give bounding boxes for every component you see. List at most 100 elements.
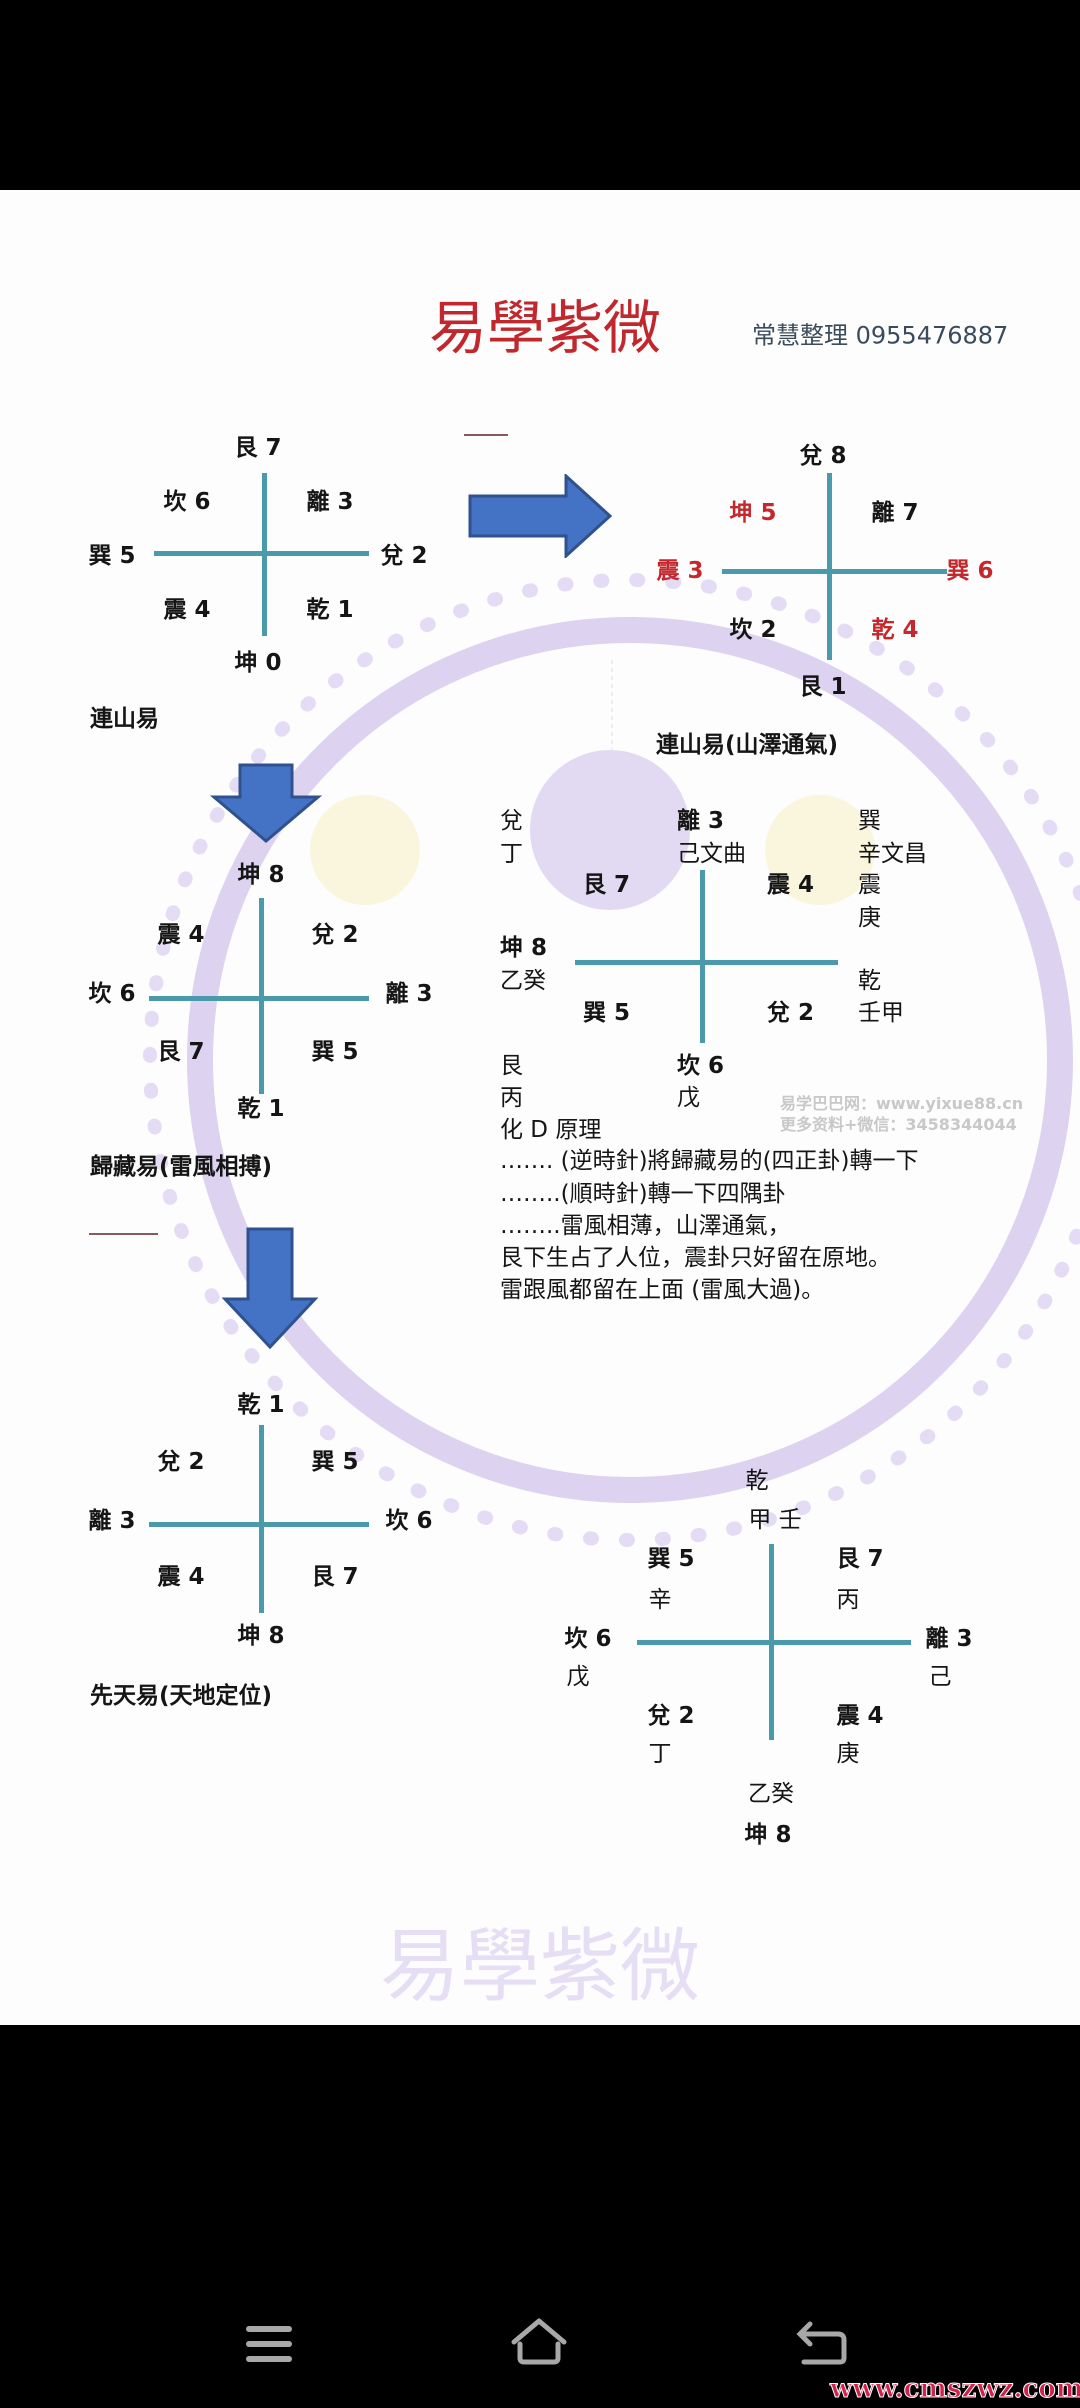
trigram-label: 兌	[500, 808, 523, 834]
trigram-label: 兌 2	[157, 1449, 205, 1475]
stem-label: 己文曲	[677, 841, 746, 867]
trigram-label: 艮 7	[583, 872, 631, 898]
note-line: 雷跟風都留在上面 (雷風大過)。	[500, 1277, 825, 1303]
trigram-label: 巽 5	[88, 543, 136, 569]
cross-vertical	[827, 473, 832, 660]
stem-label: 辛	[648, 1587, 672, 1613]
trigram-label: 震	[858, 872, 881, 898]
stem-label: 丙	[836, 1587, 860, 1613]
cross-horizontal	[575, 960, 838, 965]
trigram-label: 巽 5	[583, 1000, 631, 1026]
trigram-label-highlight: 巽 6	[946, 558, 994, 584]
cross-horizontal	[149, 996, 369, 1001]
diagram-caption: 歸藏易(雷風相搏)	[90, 1154, 273, 1180]
stem-label: 丁	[648, 1741, 672, 1767]
arrow-down-icon	[222, 1227, 318, 1350]
arrow-down-icon	[210, 763, 322, 843]
note-line: 艮下生占了人位，震卦只好留在原地。	[500, 1245, 891, 1271]
site-watermark: www.cmszwz.com	[829, 2374, 1080, 2405]
watermark-emblem	[143, 573, 1080, 1547]
stem-label: 壬甲	[858, 1000, 904, 1026]
arrow-right-icon	[468, 474, 613, 558]
watermark-text: 易學紫微	[380, 1920, 700, 2013]
trigram-label: 巽	[858, 808, 881, 834]
trigram-label: 震 4	[157, 1564, 205, 1590]
cross-horizontal	[154, 551, 369, 556]
diagram-caption: 連山易(山澤通氣)	[656, 732, 839, 758]
trigram-label: 艮	[500, 1053, 523, 1079]
stem-label: 辛文昌	[858, 841, 927, 867]
back-icon[interactable]	[794, 2318, 850, 2368]
trigram-label: 離 7	[871, 500, 919, 526]
trigram-label: 坤 8	[500, 935, 548, 961]
trigram-label: 離 3	[88, 1508, 136, 1534]
trigram-label-highlight: 乾 4	[871, 617, 919, 643]
trigram-label: 坤 8	[744, 1822, 792, 1848]
document-page: 易學紫微 易學紫微 常慧整理 0955476887 艮 7 坎 6 離 3 巽 …	[0, 190, 1080, 2025]
trigram-label: 巽 5	[311, 1039, 359, 1065]
note-line: 化 D 原理	[500, 1117, 602, 1143]
trigram-label: 兌 8	[799, 443, 847, 469]
trigram-label: 艮 7	[234, 435, 282, 461]
watermark-line: 更多资料+微信：3458344044	[780, 1115, 1017, 1134]
page-subtitle: 常慧整理 0955476887	[752, 321, 1009, 350]
trigram-label: 坎 6	[88, 981, 136, 1007]
trigram-label: 艮 7	[836, 1546, 884, 1572]
trigram-label: 坤 8	[237, 862, 285, 888]
note-line: ……. (逆時針)將歸藏易的(四正卦)轉一下	[500, 1148, 919, 1174]
trigram-label: 兌 2	[647, 1703, 695, 1729]
trigram-label: 艮 7	[311, 1564, 359, 1590]
diagram-caption: 連山易	[90, 706, 159, 732]
stem-label: 乙癸	[748, 1781, 794, 1807]
trigram-label: 震 4	[836, 1703, 884, 1729]
menu-icon[interactable]	[244, 2324, 296, 2364]
note-line: ……..(順時針)轉一下四隅卦	[500, 1181, 786, 1207]
trigram-label: 震 4	[767, 872, 815, 898]
cross-horizontal	[149, 1522, 369, 1527]
cross-horizontal	[722, 569, 947, 574]
trigram-label: 離 3	[925, 1626, 973, 1652]
trigram-label-highlight: 震 3	[656, 558, 704, 584]
trigram-label: 兌 2	[380, 543, 428, 569]
home-icon[interactable]	[510, 2318, 570, 2368]
trigram-label: 乾 1	[237, 1392, 285, 1418]
trigram-label: 離 3	[306, 489, 354, 515]
trigram-label: 離 3	[677, 808, 725, 834]
stem-label: 己	[928, 1664, 952, 1690]
trigram-label: 坎 6	[163, 489, 211, 515]
stem-label: 丁	[500, 841, 523, 867]
trigram-label: 震 4	[157, 922, 205, 948]
trigram-label: 兌 2	[311, 922, 359, 948]
trigram-label: 震 4	[163, 597, 211, 623]
trigram-label: 巽 5	[311, 1449, 359, 1475]
stem-label: 甲 壬	[748, 1507, 802, 1533]
stem-label: 戊	[677, 1085, 700, 1111]
trigram-label: 巽 5	[647, 1546, 695, 1572]
stem-label: 戊	[566, 1664, 590, 1690]
trigram-label: 坎 2	[729, 617, 777, 643]
cross-vertical	[259, 1425, 264, 1613]
trigram-label: 乾 1	[237, 1096, 285, 1122]
trigram-label: 坤 0	[234, 650, 282, 676]
stem-label: 庚	[858, 905, 881, 931]
trigram-label: 坎 6	[677, 1053, 725, 1079]
trigram-label: 兌 2	[767, 1000, 815, 1026]
trigram-label: 乾 1	[306, 597, 354, 623]
stem-label: 乙癸	[500, 968, 546, 994]
trigram-label: 艮 1	[799, 674, 847, 700]
stem-label: 庚	[836, 1741, 860, 1767]
trigram-label: 離 3	[385, 981, 433, 1007]
cross-vertical	[700, 870, 705, 1043]
trigram-label: 乾	[745, 1468, 769, 1494]
watermark-line: 易学巴巴网：www.yixue88.cn	[780, 1094, 1024, 1113]
trigram-label-highlight: 坤 5	[729, 500, 777, 526]
diagram-caption: 先天易(天地定位)	[90, 1683, 273, 1709]
page-title: 易學紫微	[428, 294, 662, 362]
trigram-label: 坤 8	[237, 1623, 285, 1649]
trigram-label: 坎 6	[385, 1508, 433, 1534]
trigram-label: 坎 6	[564, 1626, 612, 1652]
divider	[89, 1233, 158, 1235]
cross-horizontal	[637, 1640, 911, 1645]
note-line: ……..雷風相薄，山澤通氣，	[500, 1213, 791, 1239]
stem-label: 丙	[500, 1085, 523, 1111]
